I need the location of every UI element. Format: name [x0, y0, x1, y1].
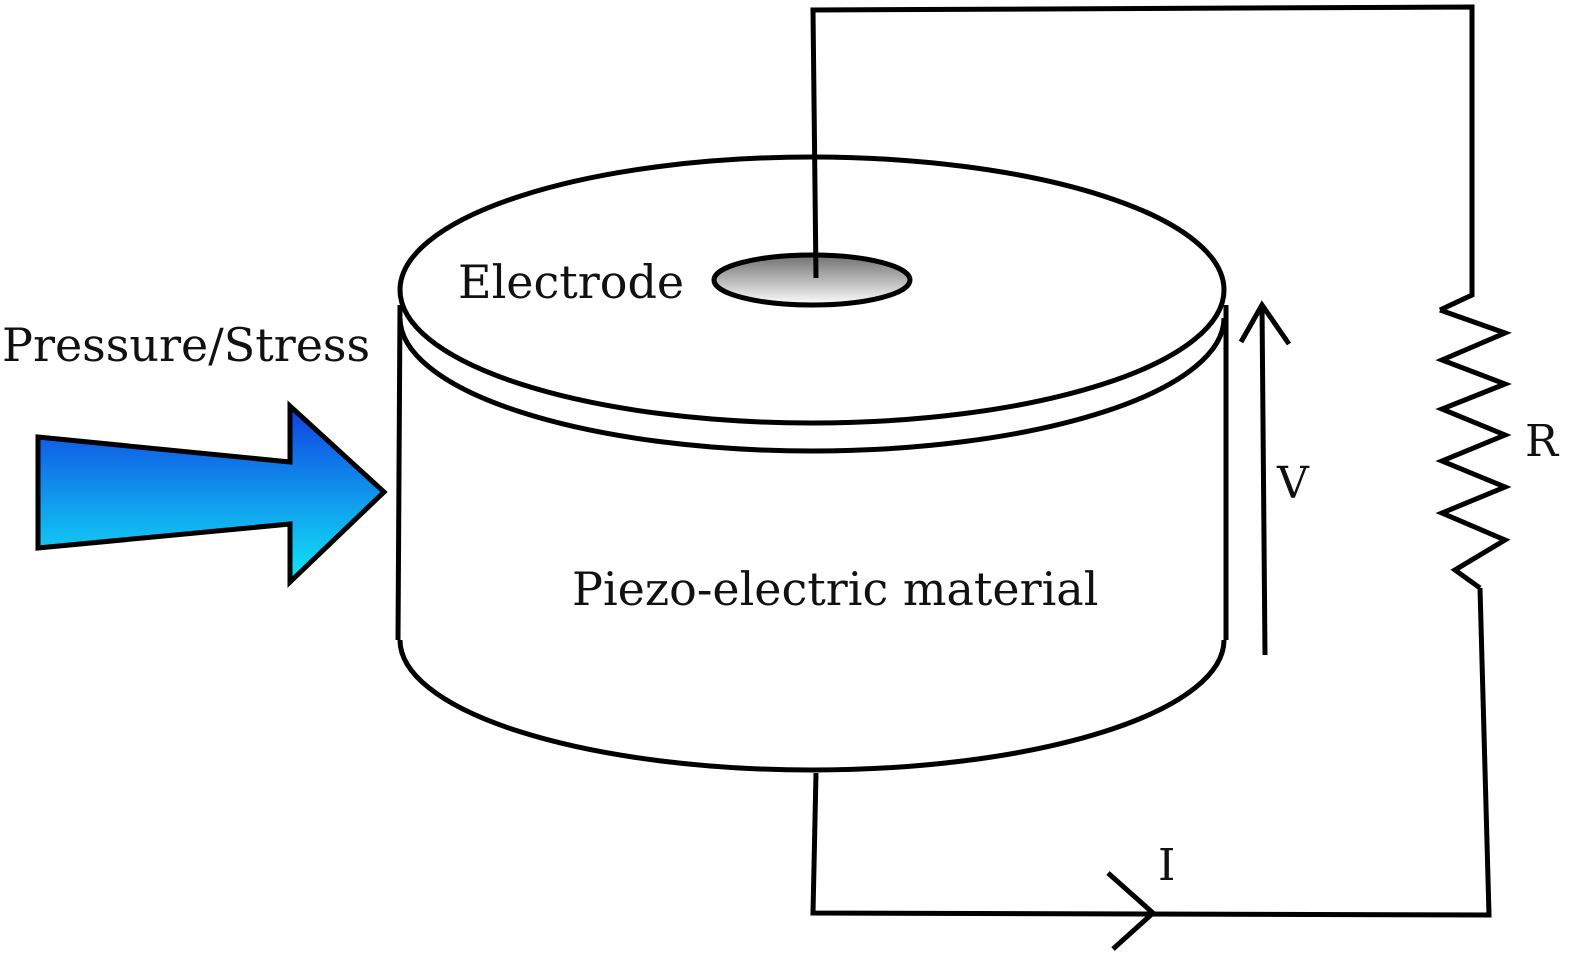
voltage-label: V	[1276, 458, 1310, 509]
voltage-arrow	[1238, 300, 1292, 656]
resistor-symbol	[1435, 307, 1512, 591]
electrode-label: Electrode	[458, 255, 684, 309]
current-label: I	[1158, 840, 1175, 891]
circuit-wires	[810, 4, 1512, 918]
pressure-arrow	[35, 400, 388, 588]
pressure-label: Pressure/Stress	[2, 318, 370, 372]
resistor-label: R	[1525, 416, 1560, 467]
current-arrow-icon	[1106, 871, 1157, 951]
electrode-contact	[711, 252, 913, 308]
top-electrode-plate	[397, 154, 1227, 426]
piezo-cylinder	[395, 154, 1229, 773]
material-label: Piezo-electric material	[572, 562, 1098, 616]
